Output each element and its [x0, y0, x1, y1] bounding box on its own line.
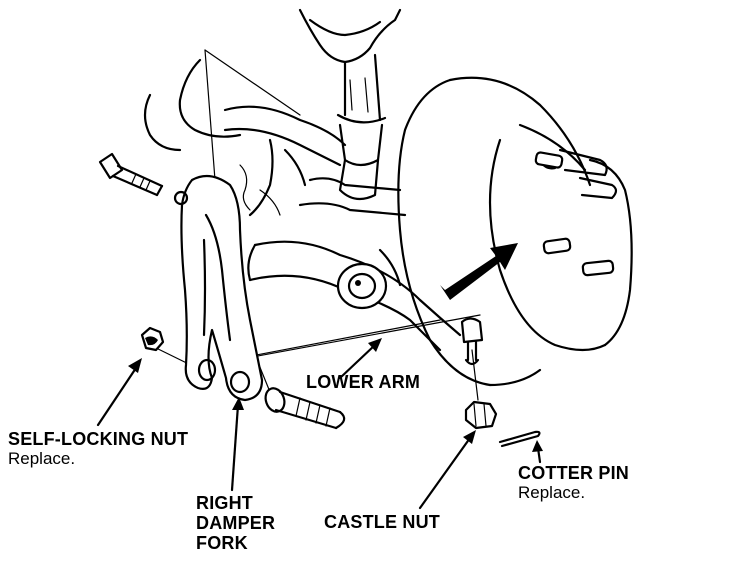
lower-arm: [247, 240, 462, 352]
upper-flange-bolt: [98, 152, 164, 197]
right-damper-fork-label: RIGHT DAMPER FORK: [196, 493, 276, 553]
ball-joint: [460, 317, 484, 366]
guide-lines: [149, 49, 481, 401]
self-locking-nut-note: Replace.: [8, 448, 76, 468]
right-damper-fork-line3: FORK: [196, 532, 248, 553]
right-damper-fork: [173, 174, 264, 402]
cotter-pin-note: Replace.: [518, 482, 586, 502]
self-locking-nut-name: SELF-LOCKING NUT: [8, 429, 189, 449]
brake-disc: [397, 76, 633, 387]
damper-body: [298, 8, 402, 201]
damper-fork-bolt: [264, 387, 346, 430]
cotter-pin-label: COTTER PIN Replace.: [518, 463, 630, 502]
cotter-pin-part: [498, 430, 541, 448]
leader-arrows: [96, 338, 543, 510]
self-locking-nut-label: SELF-LOCKING NUT Replace.: [8, 429, 189, 468]
self-locking-nut-part: [140, 326, 165, 352]
castle-nut-label: CASTLE NUT: [324, 512, 440, 532]
right-damper-fork-line2: DAMPER: [196, 512, 276, 533]
castle-nut-part: [464, 400, 498, 430]
lower-arm-label: LOWER ARM: [306, 372, 421, 392]
right-damper-fork-line1: RIGHT: [196, 493, 253, 513]
direction-arrow: [440, 243, 518, 300]
cotter-pin-name: COTTER PIN: [518, 463, 630, 483]
driveshaft: [143, 58, 407, 217]
